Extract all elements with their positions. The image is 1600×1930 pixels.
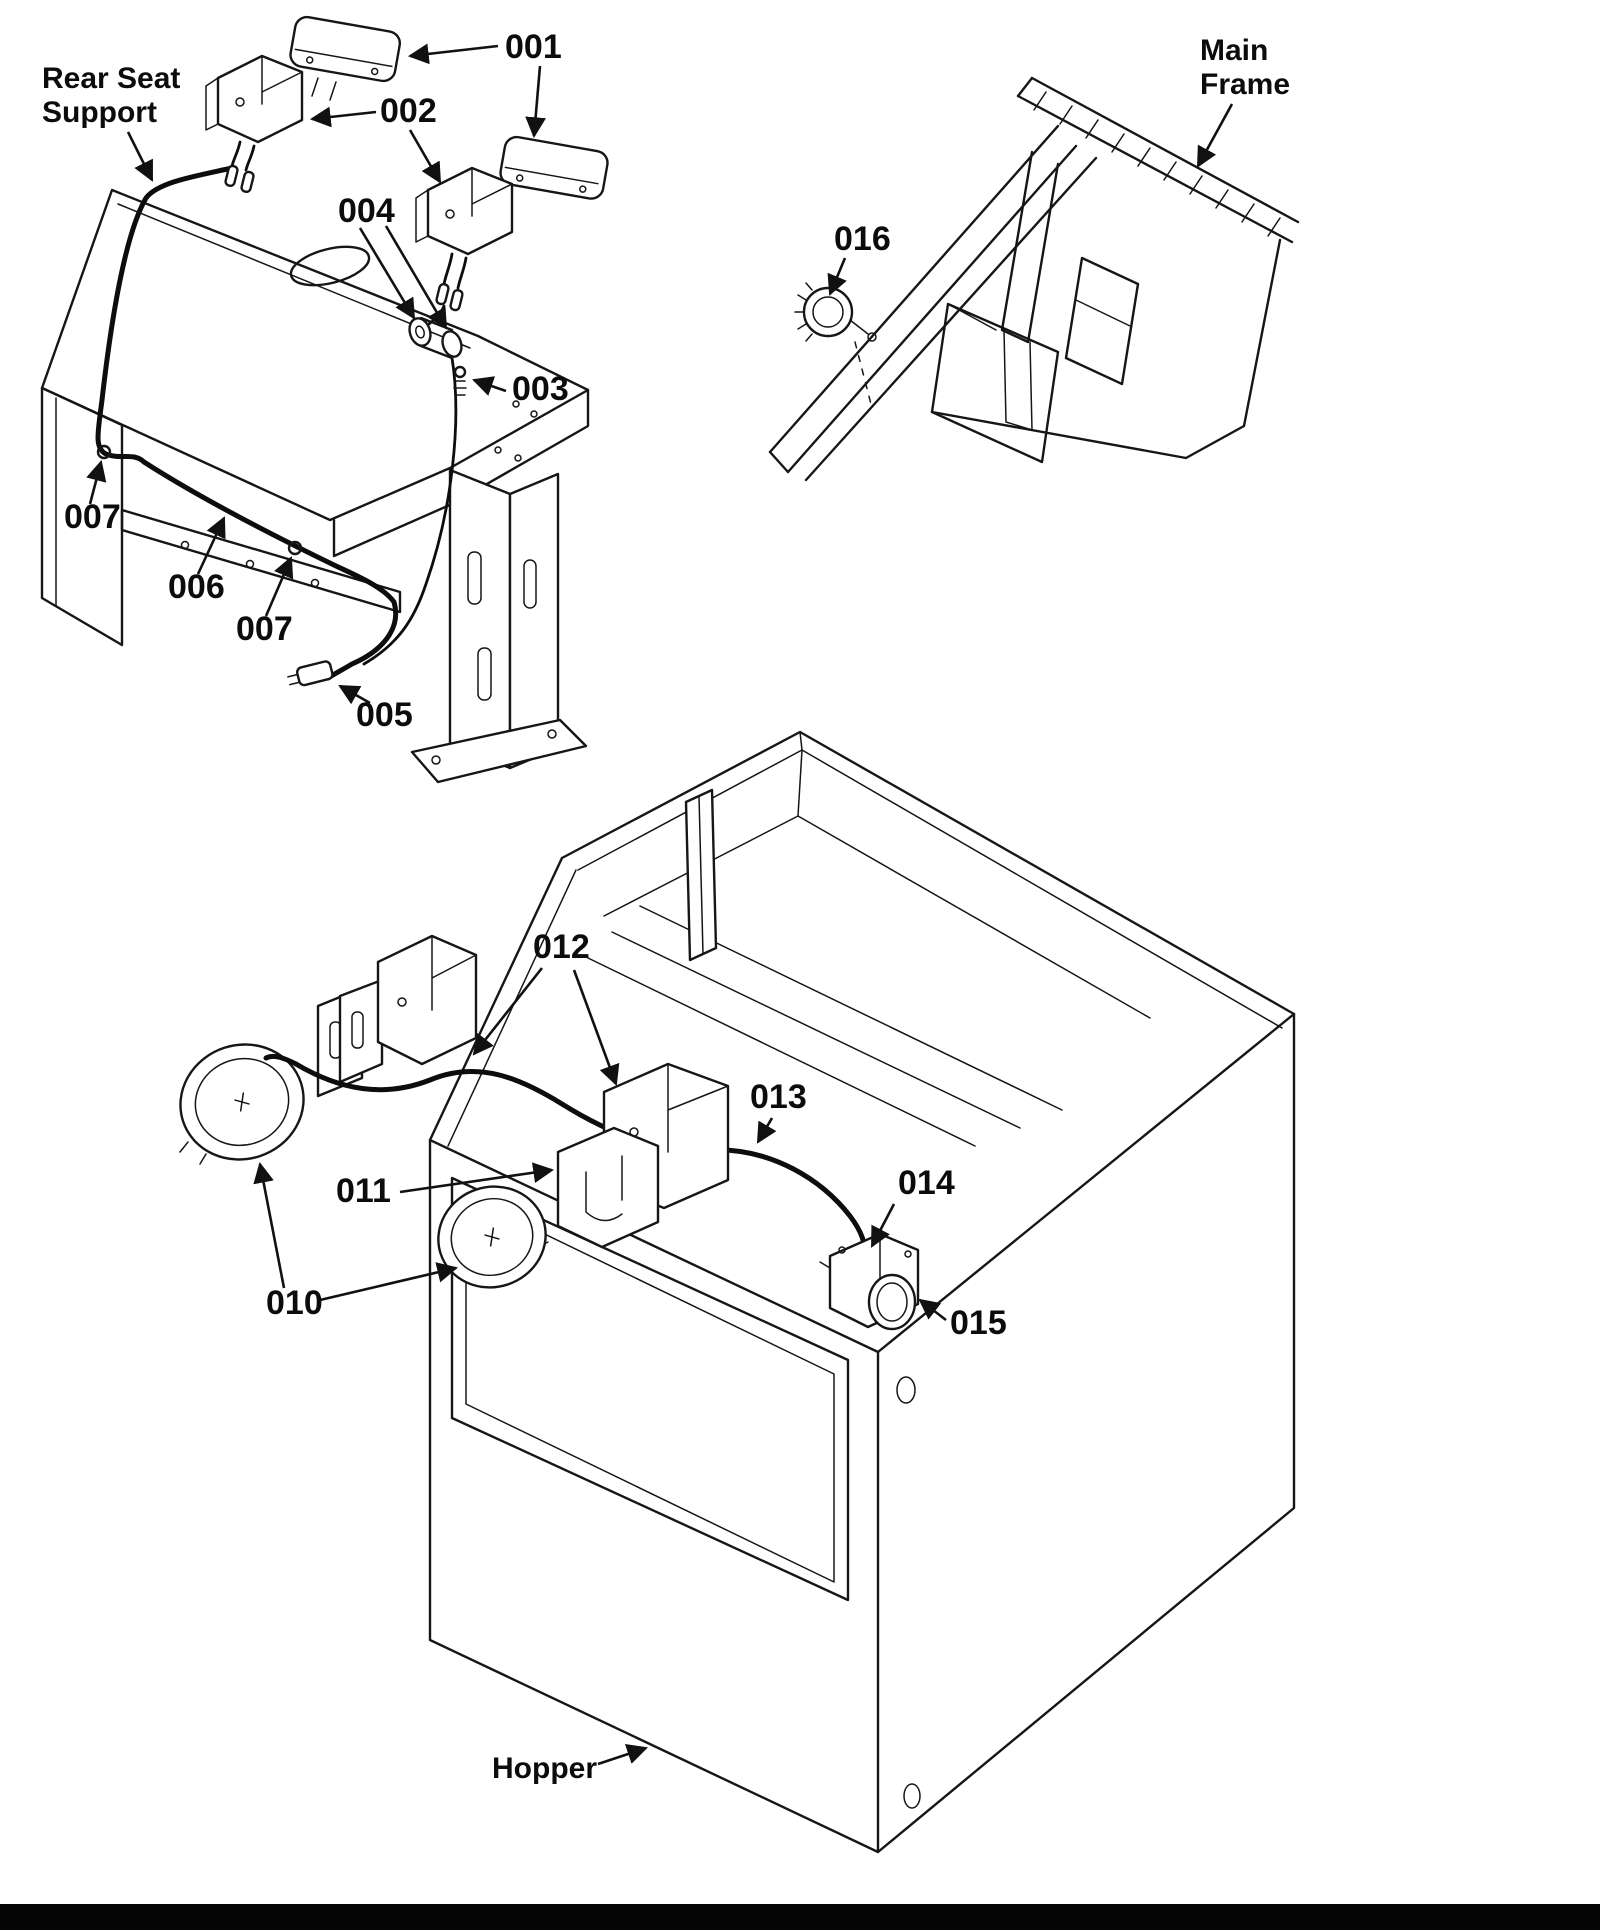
harness-clip-007a: [96, 444, 112, 460]
bottom-scan-bar: [0, 1904, 1600, 1930]
callout-001: 001: [407, 28, 562, 139]
label-hopper: Hopper: [492, 1744, 648, 1785]
callout-007b-leader: [264, 556, 294, 617]
callout-006: 006: [168, 516, 226, 606]
callout-003-label: 003: [512, 370, 569, 408]
u-bracket-011: [529, 1126, 660, 1254]
callout-015-leader: [918, 1298, 947, 1322]
label-main-frame: Main Frame: [1196, 34, 1290, 168]
main-frame-leader: [1196, 103, 1234, 168]
callout-002-leader: [309, 106, 377, 128]
main-frame-label-line1: Main: [1200, 34, 1268, 67]
callout-001-leader: [525, 65, 546, 139]
callout-010-label: 010: [266, 1284, 323, 1322]
callout-003: 003: [472, 370, 569, 408]
section-labels: Rear Seat Support Main Frame Hopper: [42, 34, 1290, 1785]
callout-006-leader: [196, 516, 226, 575]
callout-005-leader: [338, 684, 371, 705]
callout-004-leader: [358, 227, 416, 320]
lamp-part-016: [794, 282, 877, 342]
hopper-assembly: [179, 730, 1296, 1854]
callout-011: 011: [336, 1162, 555, 1210]
callout-015: 015: [918, 1298, 1007, 1342]
callout-011-leader: [399, 1162, 555, 1194]
callout-004-label: 004: [338, 192, 395, 230]
callout-013-label: 013: [750, 1078, 807, 1116]
deck-hole: [289, 245, 371, 287]
callout-010-leader: [253, 1161, 286, 1289]
callout-005: 005: [338, 684, 413, 734]
rear-seat-support-label-line1: Rear Seat: [42, 62, 180, 95]
callout-010-leader: [319, 1262, 459, 1302]
tail-lamp-2: [499, 135, 609, 200]
rear-seat-support-assembly: [40, 15, 609, 784]
main-frame-label-line2: Frame: [1200, 68, 1290, 101]
callout-002-leader: [408, 129, 442, 184]
callout-014-leader: [870, 1203, 896, 1248]
main-frame-assembly: [768, 76, 1300, 482]
hopper-leader: [597, 1744, 648, 1766]
callout-001-leader: [407, 43, 499, 65]
callout-001-label: 001: [505, 28, 562, 66]
main-frame-structure: [768, 76, 1300, 482]
callout-007a: 007: [64, 459, 121, 536]
lamp-bracket-2: [415, 166, 514, 328]
callout-016-label: 016: [834, 220, 891, 258]
mount-bracket-a: [316, 934, 478, 1098]
harness-clip-007b: [287, 540, 303, 556]
callout-012: 012: [472, 928, 620, 1086]
round-lamp-1: [179, 1043, 305, 1161]
callout-016-leader: [827, 257, 847, 296]
screw-part-003: [453, 365, 467, 396]
callout-004: 004: [338, 192, 448, 330]
lamp-assembly-015: [819, 1232, 920, 1331]
tail-lamp-1: [289, 15, 402, 83]
seat-support-structure: [40, 188, 590, 784]
foot-plate: [410, 718, 588, 784]
callout-005-label: 005: [356, 696, 413, 734]
callout-010: 010: [253, 1161, 459, 1322]
lamp-bracket-1: [205, 54, 304, 194]
callout-002-label: 002: [380, 92, 437, 130]
callout-002: 002: [309, 92, 442, 184]
callout-012-leader: [472, 967, 544, 1056]
callout-003-leader: [472, 376, 507, 396]
flasher-part-004: [408, 316, 463, 360]
rear-seat-support-leader: [126, 131, 154, 182]
callout-012-leader: [572, 969, 620, 1086]
right-leg-front: [448, 468, 512, 770]
callout-015-label: 015: [950, 1304, 1007, 1342]
cross-rail: [120, 508, 402, 614]
rear-seat-support-label-line2: Support: [42, 96, 157, 129]
hopper-label: Hopper: [492, 1752, 597, 1785]
callout-013-leader: [756, 1117, 777, 1144]
callout-004-leader: [384, 225, 448, 330]
callout-016: 016: [827, 220, 891, 296]
hopper-structure: [428, 730, 1296, 1854]
callout-014-label: 014: [898, 1164, 955, 1202]
callout-007b-label: 007: [236, 610, 293, 648]
lamp-1-band: [179, 1141, 207, 1165]
callout-011-label: 011: [336, 1172, 391, 1210]
round-lamp-2: [437, 1185, 547, 1289]
callout-007a-label: 007: [64, 498, 121, 536]
label-rear-seat-support: Rear Seat Support: [42, 62, 180, 182]
lamp-1-studs: [311, 77, 337, 101]
callouts: 001 002 004 003 007 006 007: [64, 28, 1007, 1342]
connector-part-005: [287, 660, 334, 687]
callout-013: 013: [750, 1078, 807, 1144]
wire-harness-seat: [95, 165, 458, 681]
callout-006-label: 006: [168, 568, 225, 606]
callout-007b: 007: [236, 556, 294, 648]
callout-014: 014: [870, 1164, 955, 1248]
callout-012-label: 012: [533, 928, 590, 966]
callout-007a-leader: [86, 459, 107, 505]
